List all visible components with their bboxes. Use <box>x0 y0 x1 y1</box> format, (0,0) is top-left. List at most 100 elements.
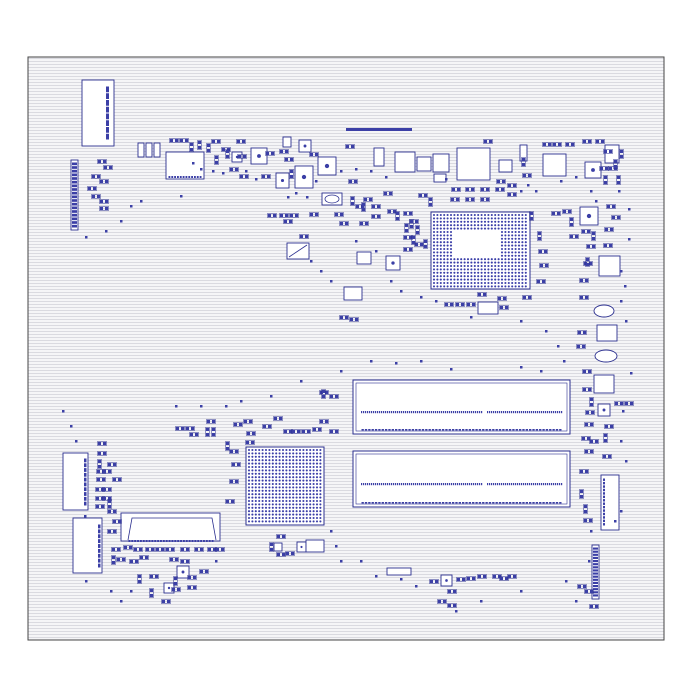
passive <box>508 184 511 187</box>
passive <box>97 478 100 481</box>
passive <box>591 411 594 414</box>
passive-outline <box>403 247 413 252</box>
passive <box>466 188 469 191</box>
passive <box>249 420 252 423</box>
passive-outline <box>239 174 249 179</box>
passive <box>212 140 215 143</box>
passive-outline <box>581 436 591 441</box>
passive-outline <box>584 589 594 594</box>
passive <box>340 370 343 373</box>
passive-outline <box>214 155 219 165</box>
passive <box>539 250 542 253</box>
passive-outline <box>395 211 400 221</box>
passive <box>404 236 407 239</box>
passive <box>120 600 123 603</box>
passive <box>350 318 353 321</box>
passive <box>190 143 193 146</box>
passive <box>584 519 587 522</box>
passive <box>212 428 215 431</box>
passive <box>592 237 595 240</box>
passive <box>542 280 545 283</box>
passive-outline <box>245 440 255 445</box>
passive <box>424 245 427 248</box>
passive <box>287 196 290 199</box>
passive <box>138 580 141 583</box>
passive <box>330 280 333 283</box>
passive-outline <box>466 302 476 307</box>
passive <box>575 176 578 179</box>
passive-outline <box>582 139 592 144</box>
passive <box>620 510 623 513</box>
passive-outline <box>542 142 552 147</box>
passive <box>237 140 240 143</box>
passive-outline <box>139 555 149 560</box>
passive <box>240 400 243 403</box>
passive <box>625 460 628 463</box>
passive <box>590 398 593 401</box>
crystal-right-1 <box>593 304 615 318</box>
passive <box>362 203 365 206</box>
passive-outline <box>97 159 107 164</box>
passive <box>262 175 265 178</box>
passive <box>625 402 628 405</box>
passive <box>145 556 148 559</box>
passive <box>205 570 208 573</box>
passive-outline <box>112 519 122 524</box>
passive <box>586 411 589 414</box>
bottom-strip <box>386 567 412 576</box>
passive <box>372 215 375 218</box>
passive-outline <box>451 187 461 192</box>
passive-outline <box>269 542 274 552</box>
passive-outline <box>348 179 358 184</box>
passive <box>570 223 573 226</box>
passive <box>471 198 474 201</box>
passive-outline <box>95 504 105 509</box>
passive <box>188 586 191 589</box>
passive <box>612 216 615 219</box>
passive <box>195 548 198 551</box>
passive <box>113 478 116 481</box>
passive-outline <box>586 244 596 249</box>
passive-outline <box>96 477 106 482</box>
passive <box>617 176 620 179</box>
passive <box>508 575 511 578</box>
passive <box>96 497 99 500</box>
passive <box>208 548 211 551</box>
header-right-pins <box>593 547 598 597</box>
small-ic-right-a <box>584 161 602 179</box>
passive-outline <box>589 439 599 444</box>
passive-outline <box>359 221 369 226</box>
bottom-part-6 <box>273 542 283 552</box>
ic-top-center-6 <box>433 173 447 183</box>
passive <box>438 600 441 603</box>
passive-outline <box>289 169 294 179</box>
passive <box>325 420 328 423</box>
passive <box>451 198 454 201</box>
passive <box>290 170 293 173</box>
passive <box>215 156 218 159</box>
passive <box>112 548 115 551</box>
small-ic-center-5 <box>477 301 499 315</box>
passive <box>607 205 610 208</box>
passive <box>583 331 586 334</box>
passive-outline <box>319 419 329 424</box>
passive <box>617 181 620 184</box>
passive <box>292 430 295 433</box>
passive <box>605 228 608 231</box>
passive-outline <box>579 278 589 283</box>
passive <box>513 193 516 196</box>
ic-top-center-4 <box>498 159 513 173</box>
passive <box>97 195 100 198</box>
passive <box>273 214 276 217</box>
passive-outline <box>603 433 608 443</box>
passive <box>545 264 548 267</box>
passive <box>282 535 285 538</box>
passive <box>630 372 633 375</box>
passive <box>409 248 412 251</box>
passive <box>156 548 159 551</box>
passive <box>595 605 598 608</box>
passive <box>140 556 143 559</box>
passive-outline <box>456 577 466 582</box>
passive <box>590 450 593 453</box>
passive <box>604 150 607 153</box>
